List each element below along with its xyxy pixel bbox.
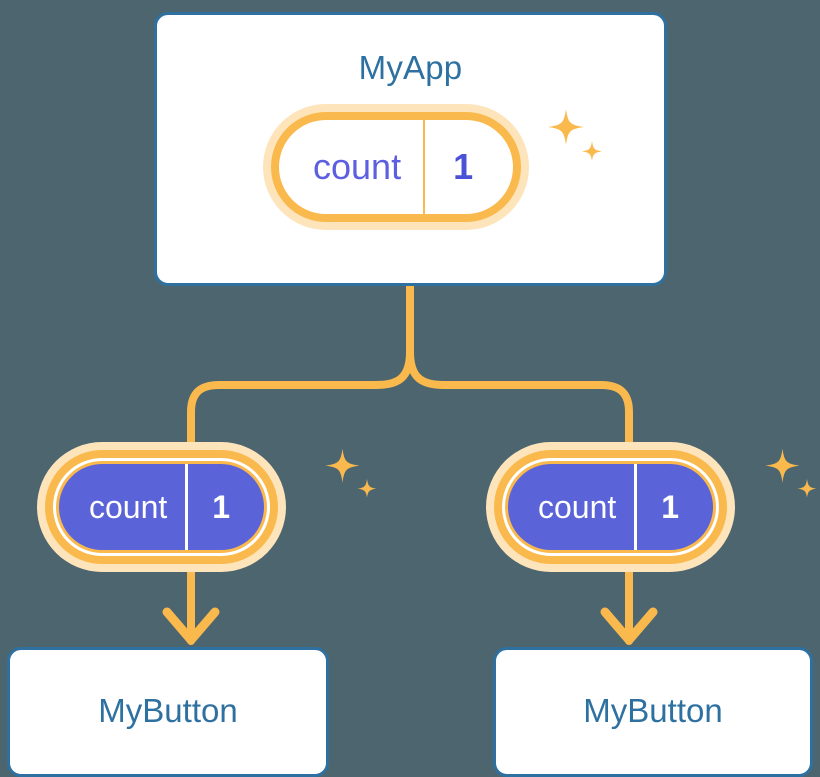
state-value: 1 [423,120,513,214]
state-key: count [313,146,402,187]
sparkle-icon [325,448,377,498]
node-mybutton-1[interactable]: MyButton [493,647,813,777]
node-mybutton-0[interactable]: MyButton [7,647,329,777]
sparkle-icon [765,448,817,498]
state-key: count [89,489,168,525]
node-myapp-label: MyApp [358,49,463,86]
state-pill-myapp[interactable]: count 1 [271,112,522,222]
state-value: 1 [185,464,264,550]
state-pill-body: count 1 [271,112,522,222]
connector-fork-path [187,282,633,471]
arrow-left-head-icon [162,607,220,645]
node-mybutton-label: MyButton [583,692,723,729]
state-value: 1 [634,464,713,550]
state-key: count [538,489,617,525]
state-pill-body: count 1 [505,461,717,553]
state-pill-child-1[interactable]: count 1 [505,461,717,553]
node-mybutton-label: MyButton [98,692,238,729]
state-pill-child-0[interactable]: count 1 [56,461,268,553]
arrow-right-head-icon [600,607,658,645]
state-pill-body: count 1 [56,461,268,553]
